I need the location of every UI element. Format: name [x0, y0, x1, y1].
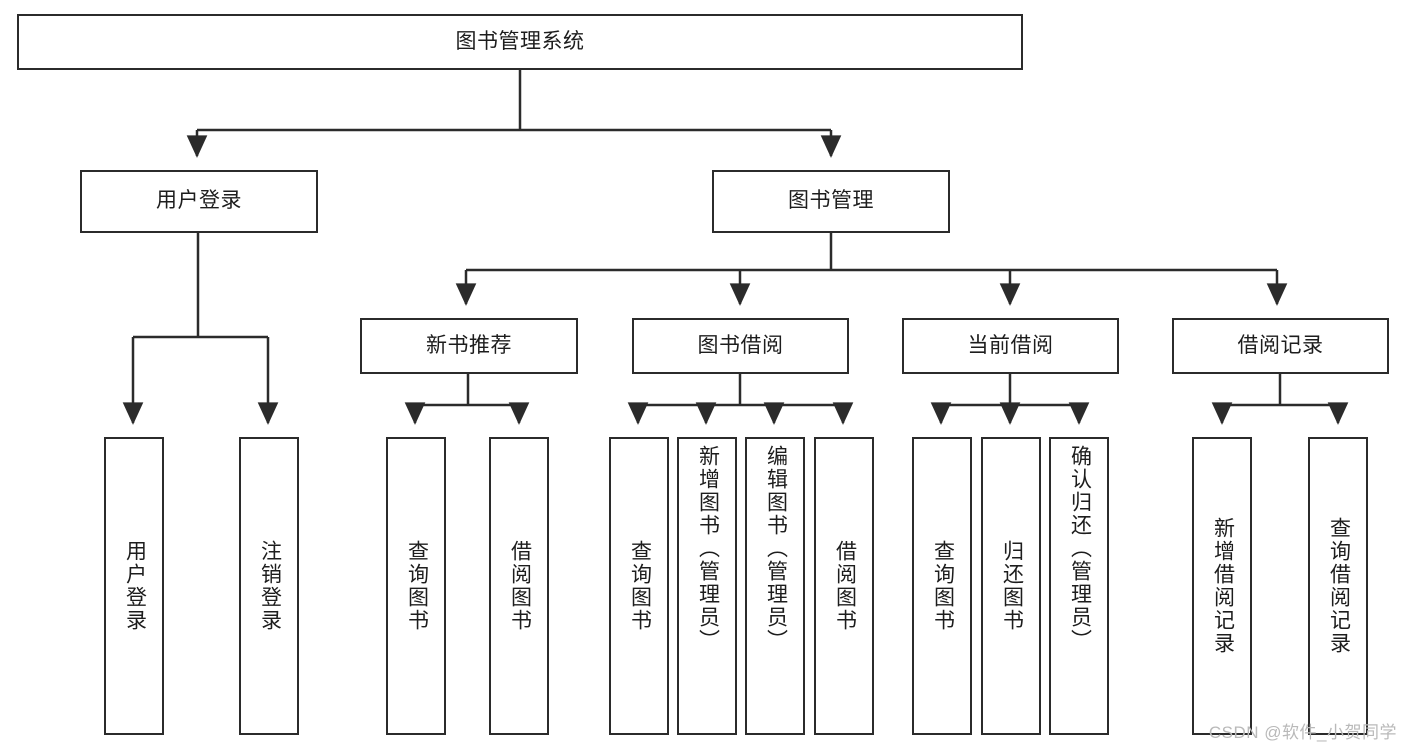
node-label: 借阅图书	[508, 540, 532, 632]
node-label: 新增图书（管理员）	[696, 445, 720, 652]
node-label: 编辑图书（管理员）	[764, 445, 788, 652]
leaf-return-book[interactable]: 归还图书	[981, 437, 1041, 735]
node-label: 新增借阅记录	[1211, 517, 1235, 655]
leaf-query-book-current[interactable]: 查询图书	[912, 437, 972, 735]
node-book-manage[interactable]: 图书管理	[712, 170, 950, 233]
leaf-add-book-admin[interactable]: 新增图书（管理员）	[677, 437, 737, 735]
node-new-book-recommend[interactable]: 新书推荐	[360, 318, 578, 374]
leaf-query-book-borrow[interactable]: 查询图书	[609, 437, 669, 735]
node-label: 图书管理系统	[455, 29, 585, 53]
node-label: 用户登录	[156, 189, 242, 213]
leaf-borrow-book-borrow[interactable]: 借阅图书	[814, 437, 874, 735]
leaf-edit-book-admin[interactable]: 编辑图书（管理员）	[745, 437, 805, 735]
node-label: 查询借阅记录	[1327, 517, 1351, 655]
node-label: 查询图书	[628, 540, 652, 632]
node-label: 借阅记录	[1237, 333, 1324, 357]
node-current-borrow[interactable]: 当前借阅	[902, 318, 1119, 374]
node-root-book-management-system[interactable]: 图书管理系统	[17, 14, 1023, 70]
node-label: 新书推荐	[426, 333, 512, 357]
node-label: 归还图书	[1000, 540, 1024, 632]
leaf-logout-login[interactable]: 注销登录	[239, 437, 299, 735]
leaf-add-borrow-record[interactable]: 新增借阅记录	[1192, 437, 1252, 735]
leaf-query-book-new-recommend[interactable]: 查询图书	[386, 437, 446, 735]
node-user-login[interactable]: 用户登录	[80, 170, 318, 233]
node-label: 查询图书	[931, 540, 955, 632]
leaf-confirm-return-admin[interactable]: 确认归还（管理员）	[1049, 437, 1109, 735]
leaf-query-borrow-record[interactable]: 查询借阅记录	[1308, 437, 1368, 735]
leaf-borrow-book-new-recommend[interactable]: 借阅图书	[489, 437, 549, 735]
watermark: CSDN @软件_小贺同学	[1208, 723, 1397, 742]
node-label: 当前借阅	[967, 333, 1054, 357]
node-borrow-record[interactable]: 借阅记录	[1172, 318, 1389, 374]
node-label: 用户登录	[123, 540, 147, 632]
leaf-user-login[interactable]: 用户登录	[104, 437, 164, 735]
node-label: 图书管理	[788, 189, 874, 213]
node-label: 注销登录	[258, 540, 282, 632]
node-label: 图书借阅	[697, 333, 784, 357]
node-book-borrow[interactable]: 图书借阅	[632, 318, 849, 374]
node-label: 查询图书	[405, 540, 429, 632]
node-label: 借阅图书	[833, 540, 857, 632]
node-label: 确认归还（管理员）	[1068, 445, 1092, 652]
